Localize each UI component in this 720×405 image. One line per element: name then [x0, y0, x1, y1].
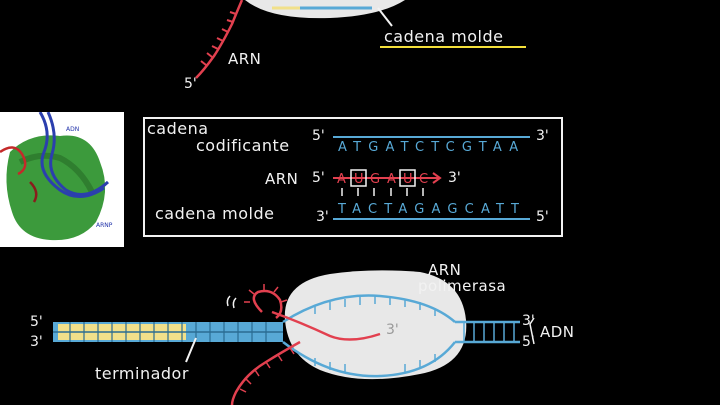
- codon-highlight-boxes: [350, 169, 416, 187]
- template-sequence: TACTAGAGCATT: [338, 202, 527, 217]
- terminator-label: terminador: [95, 364, 189, 383]
- hairpin-ticks: [244, 284, 288, 303]
- rna-polymerase-structure-image: ADN ARNP: [0, 112, 124, 247]
- release-marks: [226, 295, 237, 309]
- dna-right-bottom-prime: 5': [522, 334, 535, 350]
- rna-base: U: [354, 172, 364, 187]
- rna-exit-ticks: [239, 347, 295, 393]
- dna-label: ADN: [540, 323, 575, 341]
- rna-label: ARN: [265, 170, 299, 188]
- top-rna-five-prime: 5': [184, 76, 197, 92]
- inset-arnp-label: ARNP: [96, 222, 113, 229]
- sequence-box: [143, 117, 563, 237]
- protein-structure-graphic: [0, 112, 110, 241]
- dna-duplex-left: [53, 322, 283, 342]
- rna-base: C: [419, 172, 429, 187]
- dna-duplex-right: [455, 320, 520, 344]
- template-strand-label: cadena molde: [155, 204, 275, 223]
- rna-base: G: [370, 172, 381, 187]
- rna-base: A: [337, 172, 346, 187]
- bubble-ticks: [314, 296, 436, 372]
- dna-label-bracket: [529, 317, 535, 345]
- template-three-prime: 3': [316, 209, 329, 225]
- base-pair-ticks: [341, 188, 424, 196]
- rna-base: U: [403, 172, 413, 187]
- coding-three-prime: 3': [536, 128, 549, 144]
- top-rna-label: ARN: [228, 50, 262, 68]
- top-template-label: cadena molde: [384, 27, 504, 46]
- template-five-prime: 5': [536, 209, 549, 225]
- rna-exiting-strand: [230, 340, 301, 405]
- rna-five-prime: 5': [312, 170, 325, 186]
- template-pointer-line: [377, 7, 393, 27]
- dna-right-top-prime: 3': [522, 313, 535, 329]
- coding-strand-label-line2: codificante: [196, 136, 290, 155]
- dna-left-top-prime: 5': [30, 314, 43, 330]
- rna-three-prime: 3': [448, 170, 461, 186]
- rna-hairpin-loop: [252, 289, 283, 319]
- inset-dna-label: ADN: [66, 126, 80, 133]
- top-polymerase-fragment: [245, 0, 405, 19]
- polymerase-label-line2: polimerasa: [418, 277, 507, 295]
- coding-strand-label-line1: cadena: [147, 119, 209, 138]
- rna-end-prime: 3': [386, 322, 399, 338]
- top-rna-ticks: [200, 11, 237, 66]
- transcription-bubble: [282, 294, 456, 378]
- top-rna-strand: [195, 0, 244, 79]
- terminator-pointer: [185, 337, 197, 363]
- coding-sequence: ATGATCTCGTAA: [338, 140, 526, 155]
- rna-polymerase-body: [284, 270, 467, 380]
- coding-five-prime: 5': [312, 128, 325, 144]
- polymerase-label-line1: ARN: [428, 261, 462, 279]
- rna-transcript-in-bubble: [271, 310, 381, 341]
- rna-base: A: [387, 172, 396, 187]
- dna-left-bottom-prime: 3': [30, 334, 43, 350]
